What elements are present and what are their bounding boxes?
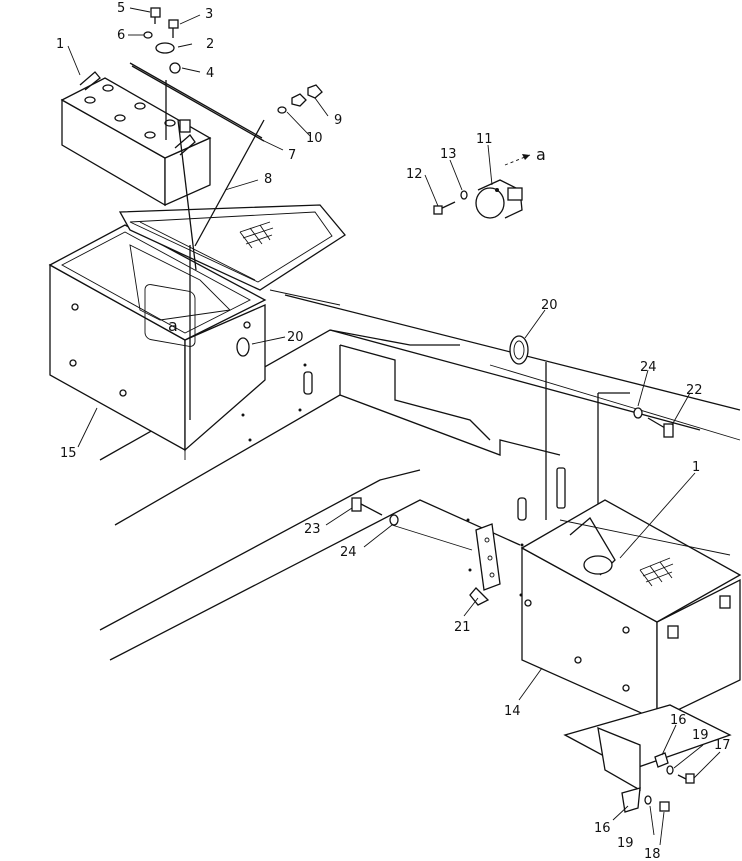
callout-19-lower: 19: [617, 836, 634, 851]
battery-relay: [433, 154, 531, 219]
vent-grille-right: [639, 557, 674, 587]
bolt-17: [685, 773, 695, 784]
battery-handle: [174, 134, 196, 156]
battery-top: [60, 71, 212, 207]
grommet-left: [236, 337, 250, 357]
nut-9: [291, 93, 307, 107]
callout-18: 18: [644, 847, 661, 861]
callout-24-top: 24: [640, 360, 657, 375]
clip-16a: [654, 752, 669, 768]
washer-24a: [633, 407, 643, 419]
callout-3: 3: [205, 7, 213, 22]
bolt-12: [433, 205, 443, 215]
callout-5: 5: [117, 1, 125, 16]
washer-19b: [644, 795, 652, 805]
clip-16b: [621, 787, 641, 813]
callout-22: 22: [686, 383, 703, 398]
callout-17: 17: [714, 738, 731, 753]
callout-14: 14: [504, 704, 521, 719]
callout-23: 23: [304, 522, 321, 537]
washer-24b: [389, 514, 399, 526]
callout-1-right: 1: [692, 460, 700, 475]
callout-9: 9: [334, 113, 342, 128]
callout-10: 10: [306, 131, 323, 146]
callout-4: 4: [206, 66, 214, 81]
callout-19-upper: 19: [692, 728, 709, 743]
callout-7: 7: [288, 148, 296, 163]
battery-box-left: [48, 204, 346, 460]
leader-lines: [67, 7, 721, 846]
callout-13: 13: [440, 147, 457, 162]
callout-8: 8: [264, 172, 272, 187]
marker-a-relay: a: [536, 145, 546, 164]
grommet-right: [509, 335, 630, 520]
lower-cover-plate: [563, 704, 732, 813]
bolt-22: [663, 423, 674, 438]
bolts-and-washers: [351, 407, 674, 526]
callout-11: 11: [476, 132, 493, 147]
hold-down-rod: [129, 62, 265, 420]
battery-handle: [79, 71, 101, 91]
callout-6: 6: [117, 28, 125, 43]
callout-12: 12: [406, 167, 423, 182]
nut-4: [169, 62, 181, 74]
vent-grille-left: [239, 221, 274, 249]
callout-1: 1: [56, 37, 64, 52]
bolt-3: [168, 19, 179, 29]
washer-19a: [666, 765, 674, 775]
callout-2: 2: [206, 37, 214, 52]
callout-16-upper: 16: [670, 713, 687, 728]
bolt-23: [351, 497, 362, 512]
washer-13: [460, 190, 468, 200]
frame-slot: [517, 497, 527, 521]
mounting-bracket-21: [391, 523, 501, 606]
callout-15: 15: [60, 446, 77, 461]
bolt-5: [150, 7, 161, 18]
callout-24-bottom: 24: [340, 545, 357, 560]
terminal-2: [155, 42, 175, 54]
marker-a-box: a: [168, 316, 178, 335]
frame-slot: [303, 371, 313, 395]
callout-20-right: 20: [541, 298, 558, 313]
callout-20-left: 20: [287, 330, 304, 345]
battery-terminal-hardware: [143, 7, 323, 114]
callout-21: 21: [454, 620, 471, 635]
callout-labels: 1 5 3 6 2 4 9 10 7 8 11 13 12 a a 20 20 …: [56, 1, 731, 861]
frame-rails: [99, 289, 741, 661]
washer-6: [143, 31, 153, 39]
bolt-18: [659, 801, 670, 812]
battery-box-right: [520, 499, 742, 722]
frame-slot: [556, 467, 566, 509]
washer-10: [277, 106, 287, 114]
callout-16-lower: 16: [594, 821, 611, 836]
nut-9b: [307, 84, 323, 99]
